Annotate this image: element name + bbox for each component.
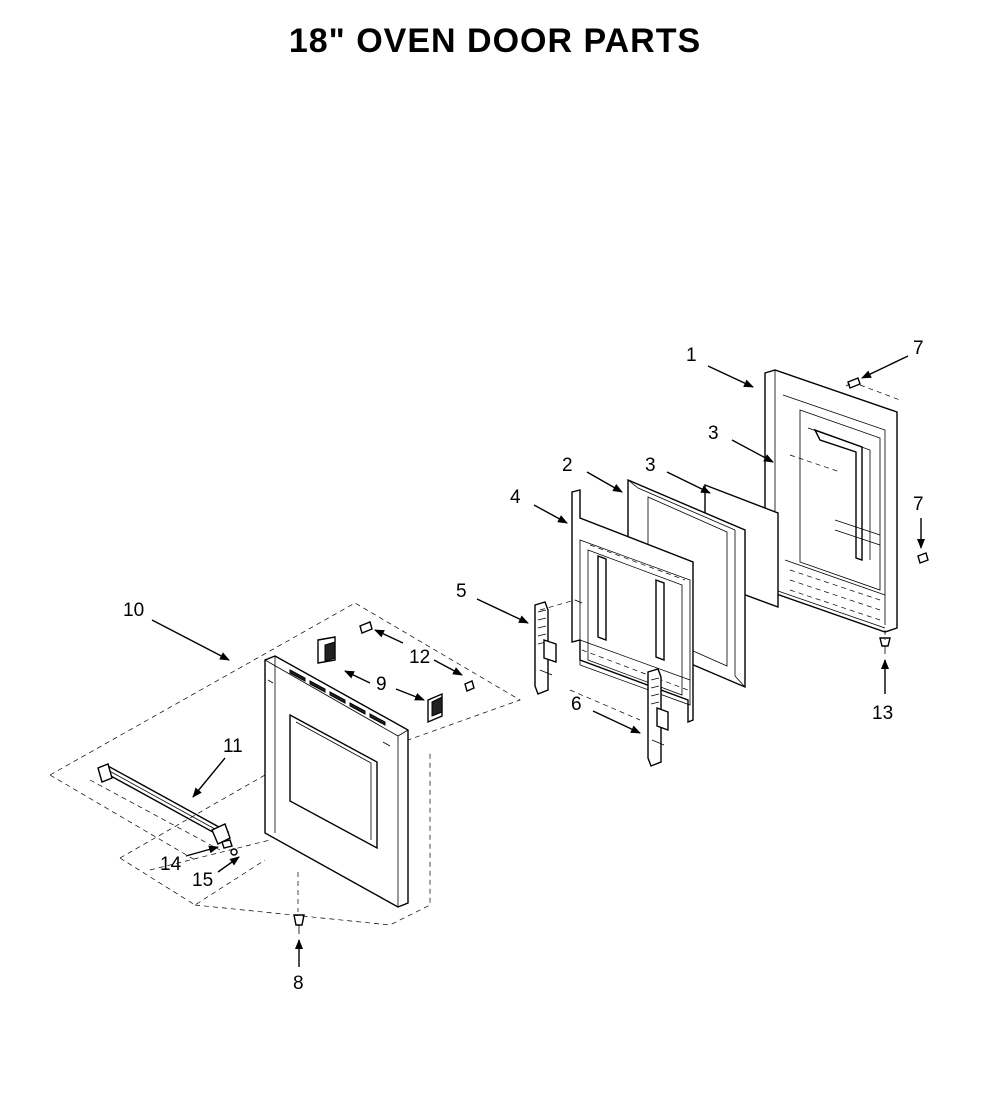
part-4-glass-frame (571, 489, 694, 724)
part-10-outer-door-panel (264, 655, 409, 908)
callout-9: 9 (376, 674, 387, 695)
callout-7-right: 7 (913, 494, 924, 515)
callout-1: 1 (686, 345, 697, 366)
leader-arrows (151, 355, 925, 967)
callout-2: 2 (562, 455, 573, 476)
callout-labels: 1 2 3 3 4 5 6 7 7 8 9 10 11 12 13 14 15 (123, 338, 924, 994)
callout-4: 4 (510, 487, 521, 508)
callout-13: 13 (872, 703, 893, 724)
callout-3-front: 3 (645, 455, 656, 476)
callout-8: 8 (293, 973, 304, 994)
part-9-door-clips (317, 636, 443, 724)
callout-6: 6 (571, 694, 582, 715)
callout-14: 14 (160, 854, 182, 875)
screws (221, 377, 929, 934)
callout-5: 5 (456, 581, 467, 602)
part-5-hinge-left (534, 601, 557, 695)
callout-10: 10 (123, 600, 144, 621)
assembly-guide-lines (49, 384, 901, 926)
callout-7-top: 7 (913, 338, 924, 359)
callout-12: 12 (409, 647, 430, 668)
page-title: 18" OVEN DOOR PARTS (288, 22, 702, 60)
callout-3-rear: 3 (708, 423, 719, 444)
part-6-hinge-right (647, 668, 669, 767)
part-11-door-handle (97, 763, 231, 845)
callout-11: 11 (223, 736, 243, 757)
callout-15: 15 (192, 870, 213, 891)
part-1-inner-door-panel (764, 369, 898, 633)
